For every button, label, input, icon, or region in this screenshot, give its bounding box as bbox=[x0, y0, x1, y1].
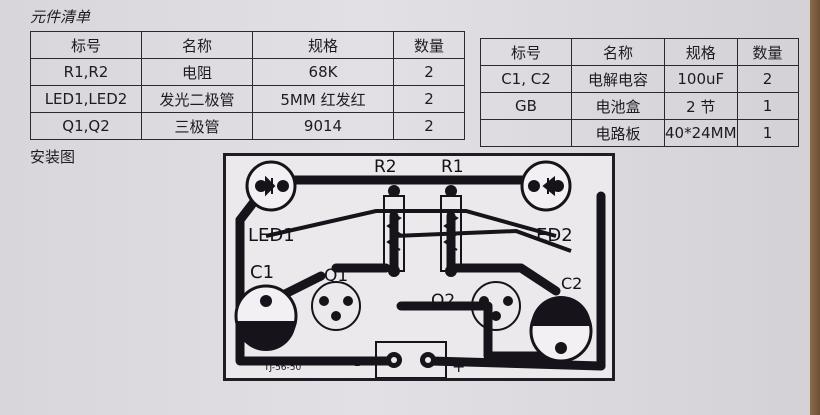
q2-footprint bbox=[471, 281, 521, 331]
component-table-right: 标号 名称 规格 数量 C1, C2 电解电容 100uF 2 GB 电池盒 2… bbox=[480, 38, 799, 147]
table-header-row: 标号 名称 规格 数量 bbox=[30, 31, 465, 59]
plus-trace bbox=[426, 356, 606, 371]
header-cell: 标号 bbox=[30, 31, 142, 59]
table-row: 电路板 40*24MM 1 bbox=[480, 119, 799, 147]
header-cell: 规格 bbox=[664, 38, 738, 66]
led1-footprint bbox=[245, 160, 297, 212]
table-cell: LED1,LED2 bbox=[30, 85, 142, 113]
page-edge bbox=[810, 0, 820, 415]
board-model-label: TJ-56-50 bbox=[263, 363, 302, 373]
table-cell: 发光二极管 bbox=[141, 85, 253, 113]
table-cell: GB bbox=[480, 92, 572, 120]
table-cell: 电解电容 bbox=[571, 65, 665, 93]
left-trace bbox=[235, 215, 399, 366]
q1-label: Q1 bbox=[324, 266, 348, 286]
table-row: Q1,Q2 三极管 9014 2 bbox=[30, 112, 465, 140]
table-row: LED1,LED2 发光二极管 5MM 红发红 2 bbox=[30, 85, 465, 113]
table-cell bbox=[480, 119, 572, 147]
table-cell: 2 bbox=[393, 85, 465, 113]
q2-base-trace bbox=[446, 263, 561, 296]
c1-footprint bbox=[234, 284, 298, 351]
table-row: GB 电池盒 2 节 1 bbox=[480, 92, 799, 120]
pcb-traces bbox=[235, 175, 606, 371]
table-cell: 1 bbox=[736, 92, 799, 120]
c2-label: C2 bbox=[561, 274, 582, 293]
table-cell: 40*24MM bbox=[664, 119, 738, 147]
table-cell: 电路板 bbox=[571, 119, 665, 147]
q2-label: Q2 bbox=[431, 291, 455, 311]
c1-label: C1 bbox=[250, 262, 274, 283]
table-cell: Q1,Q2 bbox=[30, 112, 142, 140]
table-header-row: 标号 名称 规格 数量 bbox=[480, 38, 799, 66]
bottom-right-trace bbox=[396, 301, 571, 361]
table-cell: 9014 bbox=[252, 112, 394, 140]
q1-footprint bbox=[311, 281, 361, 331]
table-row: C1, C2 电解电容 100uF 2 bbox=[480, 65, 799, 93]
table-cell: 1 bbox=[736, 119, 799, 147]
table-cell: 2 bbox=[393, 58, 465, 86]
r2-label: R2 bbox=[374, 157, 397, 177]
table-cell: 2 节 bbox=[664, 92, 738, 120]
led2-label: ED2 bbox=[536, 225, 573, 246]
minus-label: - bbox=[354, 354, 361, 375]
table-cell: R1,R2 bbox=[30, 58, 142, 86]
header-cell: 规格 bbox=[252, 31, 394, 59]
r1-footprint bbox=[440, 185, 462, 277]
table-cell: C1, C2 bbox=[480, 65, 572, 93]
r2-footprint bbox=[383, 185, 405, 277]
r1-label: R1 bbox=[441, 157, 464, 177]
table-cell: 2 bbox=[393, 112, 465, 140]
header-cell: 名称 bbox=[141, 31, 253, 59]
component-list-title: 元件清单 bbox=[30, 8, 91, 26]
component-table-left: 标号 名称 规格 数量 R1,R2 电阻 68K 2 LED1,LED2 发光二… bbox=[30, 31, 465, 140]
battery-connector-footprint bbox=[375, 341, 447, 378]
installation-diagram-label: 安装图 bbox=[30, 148, 76, 166]
c1-trace bbox=[276, 271, 326, 301]
table-cell: 2 bbox=[736, 65, 799, 93]
thin-trace-mid bbox=[393, 228, 572, 253]
header-cell: 标号 bbox=[480, 38, 572, 66]
header-cell: 名称 bbox=[571, 38, 665, 66]
table-cell: 100uF bbox=[664, 65, 738, 93]
thin-trace-top bbox=[265, 209, 557, 238]
table-row: R1,R2 电阻 68K 2 bbox=[30, 58, 465, 86]
table-cell: 电阻 bbox=[141, 58, 253, 86]
table-cell: 68K bbox=[252, 58, 394, 86]
header-cell: 数量 bbox=[393, 31, 465, 59]
led1-label: LED1 bbox=[248, 225, 295, 246]
table-cell: 电池盒 bbox=[571, 92, 665, 120]
table-cell: 5MM 红发红 bbox=[252, 85, 394, 113]
table-cell: 三极管 bbox=[141, 112, 253, 140]
c2-footprint bbox=[529, 296, 593, 363]
header-cell: 数量 bbox=[736, 38, 799, 66]
pcb-thin-traces bbox=[265, 209, 572, 253]
led2-footprint bbox=[520, 160, 572, 212]
pcb-layout: R2 R1 LED1 ED2 C1 C2 Q1 Q2 - + TJ-56-50 bbox=[223, 153, 615, 381]
plus-label: + bbox=[452, 357, 465, 376]
pcb-drawing: R2 R1 LED1 ED2 C1 C2 Q1 Q2 - + TJ-56-50 bbox=[234, 157, 606, 378]
